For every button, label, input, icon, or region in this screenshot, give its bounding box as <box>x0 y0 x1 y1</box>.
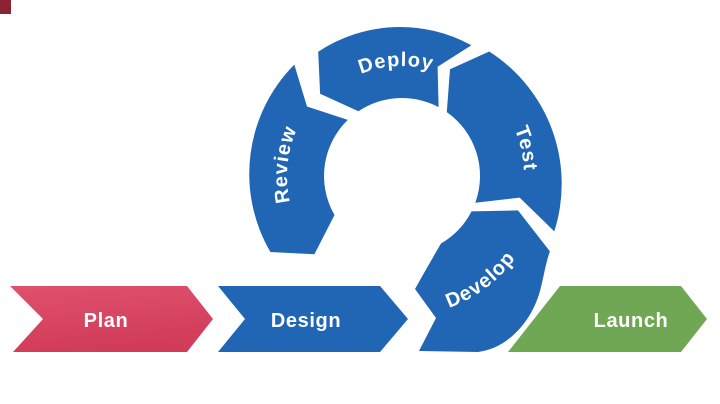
launch-arrow-shape <box>508 286 707 352</box>
flow-arrow-design: Design <box>218 286 408 352</box>
design-arrow-shape <box>218 286 408 352</box>
launch-label: Launch <box>594 310 669 332</box>
deploy-arc-shape <box>318 26 472 112</box>
plan-arrow-shape <box>10 286 213 352</box>
corner-artifact <box>0 0 11 14</box>
cycle-group: Deploy Test Develop Review <box>249 26 562 352</box>
design-label: Design <box>271 310 341 332</box>
cycle-segment-test: Test <box>446 51 562 232</box>
flow-row-group: Plan Design Launch <box>10 286 707 352</box>
flow-arrow-launch: Launch <box>508 286 707 352</box>
flow-arrow-plan: Plan <box>10 286 213 352</box>
review-arc-shape <box>249 64 348 255</box>
cycle-segment-develop: Develop <box>415 210 550 352</box>
plan-label: Plan <box>84 310 129 332</box>
cycle-segment-deploy: Deploy <box>318 26 472 112</box>
cycle-segment-review: Review <box>249 64 348 255</box>
develop-arc-shape <box>415 210 550 352</box>
test-arc-shape <box>446 51 562 232</box>
